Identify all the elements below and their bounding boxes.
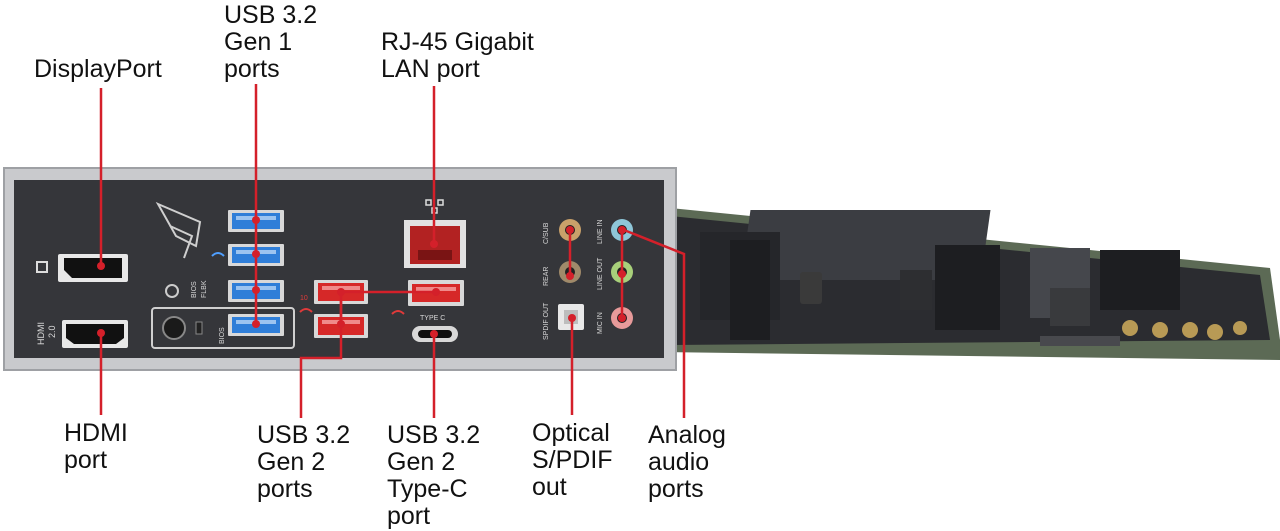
callout-line: port xyxy=(64,446,108,474)
callout-line: RJ-45 Gigabit xyxy=(381,28,534,56)
callout-line: USB 3.2 xyxy=(387,421,481,449)
callout-optical: Optical S/PDIF out xyxy=(532,420,613,501)
callout-line: Gen 2 xyxy=(257,448,326,476)
hdmi-version-label: 2.0 xyxy=(47,325,57,338)
callout-line: ports xyxy=(224,55,280,83)
superspeed-icon xyxy=(211,252,405,315)
spdif-label: SPDIF OUT xyxy=(543,302,550,340)
flashback-icon xyxy=(165,284,179,298)
callout-analog: Analog audio ports xyxy=(648,422,726,503)
callout-usb-gen1: USB 3.2 Gen 1 ports xyxy=(224,2,317,83)
leader-dots xyxy=(97,216,626,338)
callout-line: audio xyxy=(648,448,710,476)
line-out-label: LINE OUT xyxy=(597,257,604,290)
bios-label: BIOS xyxy=(219,327,226,344)
hdmi-label: HDMI xyxy=(36,322,46,345)
callout-hdmi: HDMI port xyxy=(64,420,128,474)
callout-line: USB 3.2 xyxy=(224,1,318,29)
superspeed-10-label: 10 xyxy=(300,295,308,302)
bios-flbk-label: BIOS xyxy=(191,281,198,298)
callout-line: USB 3.2 xyxy=(257,421,351,449)
displayport-connector xyxy=(58,254,128,282)
hdmi-connector xyxy=(62,320,128,348)
bios-flashback-area xyxy=(151,284,295,349)
callout-line: Optical xyxy=(532,419,610,447)
mic-in-label: MIC IN xyxy=(597,312,604,334)
type-c-label: TYPE C xyxy=(420,315,445,322)
callout-line: LAN port xyxy=(381,55,480,83)
callout-line: HDMI xyxy=(64,419,128,447)
leader-lines xyxy=(99,84,686,418)
callout-rj45: RJ-45 Gigabit LAN port xyxy=(381,29,534,83)
displayport-icon xyxy=(36,261,48,273)
csub-label: C/SUB xyxy=(543,222,550,244)
callout-line: S/PDIF xyxy=(532,446,613,474)
callout-displayport: DisplayPort xyxy=(34,56,162,83)
callout-line: ports xyxy=(648,475,704,503)
callout-line: DisplayPort xyxy=(34,55,162,83)
callout-usb-typec: USB 3.2 Gen 2 Type-C port xyxy=(387,422,480,530)
callout-line: ports xyxy=(257,475,313,503)
rog-logo-icon xyxy=(155,201,202,259)
callout-line: port xyxy=(387,502,431,530)
bios-flashback-button[interactable] xyxy=(162,316,186,340)
callout-line: Type-C xyxy=(387,475,468,503)
line-in-label: LINE IN xyxy=(597,219,604,244)
rear-label: REAR xyxy=(543,267,550,286)
callout-usb-gen2: USB 3.2 Gen 2 ports xyxy=(257,422,350,503)
callout-line: Gen 1 xyxy=(224,28,293,56)
flbk-label: FLBK xyxy=(201,280,208,298)
motherboard xyxy=(640,205,1280,360)
callout-line: Gen 2 xyxy=(387,448,456,476)
callout-line: Analog xyxy=(648,421,726,449)
callout-line: out xyxy=(532,473,567,501)
